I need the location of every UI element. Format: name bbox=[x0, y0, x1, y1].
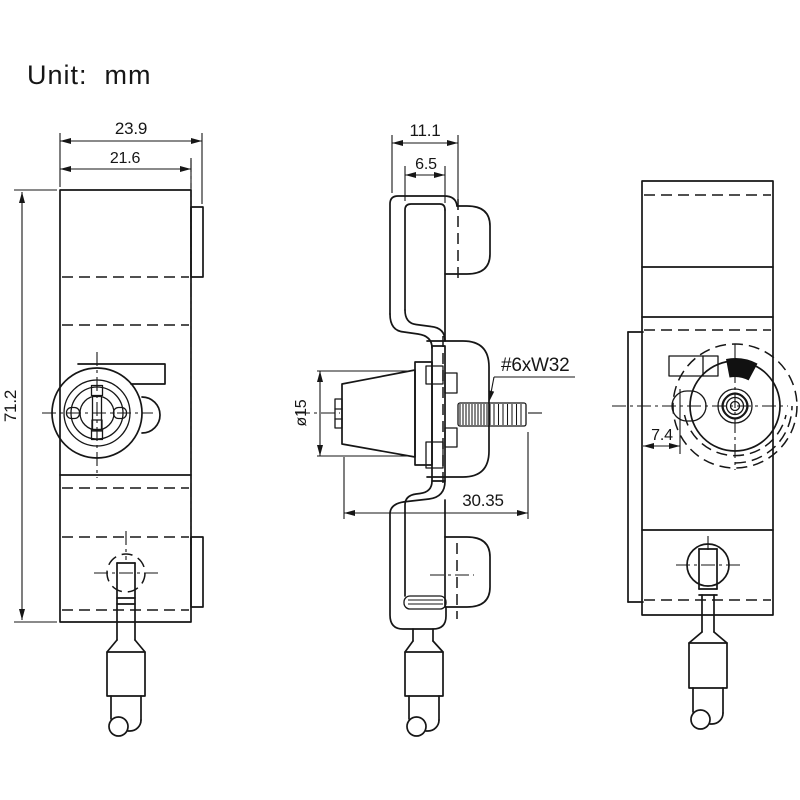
key-tip-profile bbox=[403, 595, 447, 610]
dim-knob-diameter: ø15 bbox=[293, 370, 412, 457]
lock-bezel-circle bbox=[51, 367, 143, 459]
front-top-tab bbox=[190, 206, 204, 278]
keyway-tab-top bbox=[90, 384, 104, 397]
rear-lock-mechanism bbox=[612, 343, 798, 470]
side-view: 11.1 6.5 ø15 #6xW32 bbox=[293, 121, 575, 737]
clip-detail-top bbox=[425, 365, 444, 385]
dim-text-overall-width: 23.9 bbox=[115, 119, 147, 138]
key-loop bbox=[690, 709, 711, 730]
front-view: 23.9 21.6 71.2 bbox=[1, 119, 204, 737]
dim-thread-spec: #6xW32 bbox=[488, 355, 575, 402]
keyway-center-detail bbox=[91, 419, 103, 432]
key-loop bbox=[108, 716, 129, 737]
cam-lug-left bbox=[65, 406, 81, 420]
rear-left-flange bbox=[627, 331, 644, 603]
body-bulge bbox=[426, 340, 490, 478]
key-grip bbox=[404, 651, 444, 697]
cam-stop-filled bbox=[726, 358, 758, 381]
dim-6-5: 6.5 bbox=[404, 156, 446, 203]
side-key bbox=[404, 628, 444, 737]
dim-text-knob-diameter: ø15 bbox=[293, 399, 310, 426]
front-lock-face bbox=[42, 352, 166, 478]
side-top-tab bbox=[444, 205, 491, 275]
rear-key bbox=[676, 536, 741, 730]
lock-ring-circle bbox=[63, 379, 131, 447]
dim-21-6: 21.6 bbox=[60, 150, 192, 188]
knob-face-detail bbox=[334, 398, 343, 429]
dim-23-9: 23.9 bbox=[59, 119, 203, 204]
dim-text-assembly-length: 30.35 bbox=[462, 491, 504, 510]
front-key bbox=[94, 531, 160, 737]
thread-spec-label: #6xW32 bbox=[501, 355, 570, 376]
dim-text-rear-offset: 7.4 bbox=[651, 427, 673, 444]
rear-body-outline bbox=[641, 180, 774, 616]
side-bump bbox=[141, 396, 161, 434]
dim-7-4: 7.4 bbox=[643, 389, 681, 454]
dim-30-35: 30.35 bbox=[343, 432, 529, 519]
keyway-tab-bottom bbox=[90, 428, 104, 441]
side-bottom-tab bbox=[444, 536, 491, 608]
front-body-outline bbox=[59, 189, 192, 623]
side-lower-channel bbox=[389, 480, 491, 630]
bezel-profile bbox=[414, 361, 433, 466]
dim-text-side-overall: 11.1 bbox=[409, 121, 440, 140]
stop-plate bbox=[668, 355, 719, 377]
dim-text-body-width: 21.6 bbox=[110, 150, 141, 167]
key-grip bbox=[688, 642, 728, 689]
latch-arm bbox=[77, 363, 166, 385]
front-bottom-tab bbox=[190, 536, 204, 608]
front-hidden-lines bbox=[62, 158, 192, 611]
side-upper-channel bbox=[389, 195, 491, 349]
cam-swing-phantom bbox=[672, 343, 798, 469]
dim-11-1: 11.1 bbox=[391, 121, 459, 199]
key-grip bbox=[106, 651, 146, 697]
rear-view: 7.4 bbox=[612, 180, 798, 730]
cam-lug-right bbox=[112, 406, 128, 420]
plate-profile bbox=[431, 345, 446, 482]
side-lock-assembly bbox=[296, 336, 545, 487]
key-loop bbox=[406, 716, 427, 737]
clip-detail-bottom bbox=[425, 441, 444, 469]
dim-text-overall-height: 71.2 bbox=[1, 390, 20, 422]
dim-71-2: 71.2 bbox=[1, 189, 57, 623]
unit-label: Unit: mm bbox=[27, 60, 152, 90]
knob-profile bbox=[341, 369, 416, 458]
nut-upper bbox=[444, 372, 458, 394]
dim-text-side-channel: 6.5 bbox=[415, 156, 437, 173]
nut-lower bbox=[444, 427, 458, 448]
rear-hidden-lines bbox=[644, 194, 771, 601]
threaded-stud bbox=[457, 402, 527, 427]
cam-lever bbox=[671, 390, 707, 422]
